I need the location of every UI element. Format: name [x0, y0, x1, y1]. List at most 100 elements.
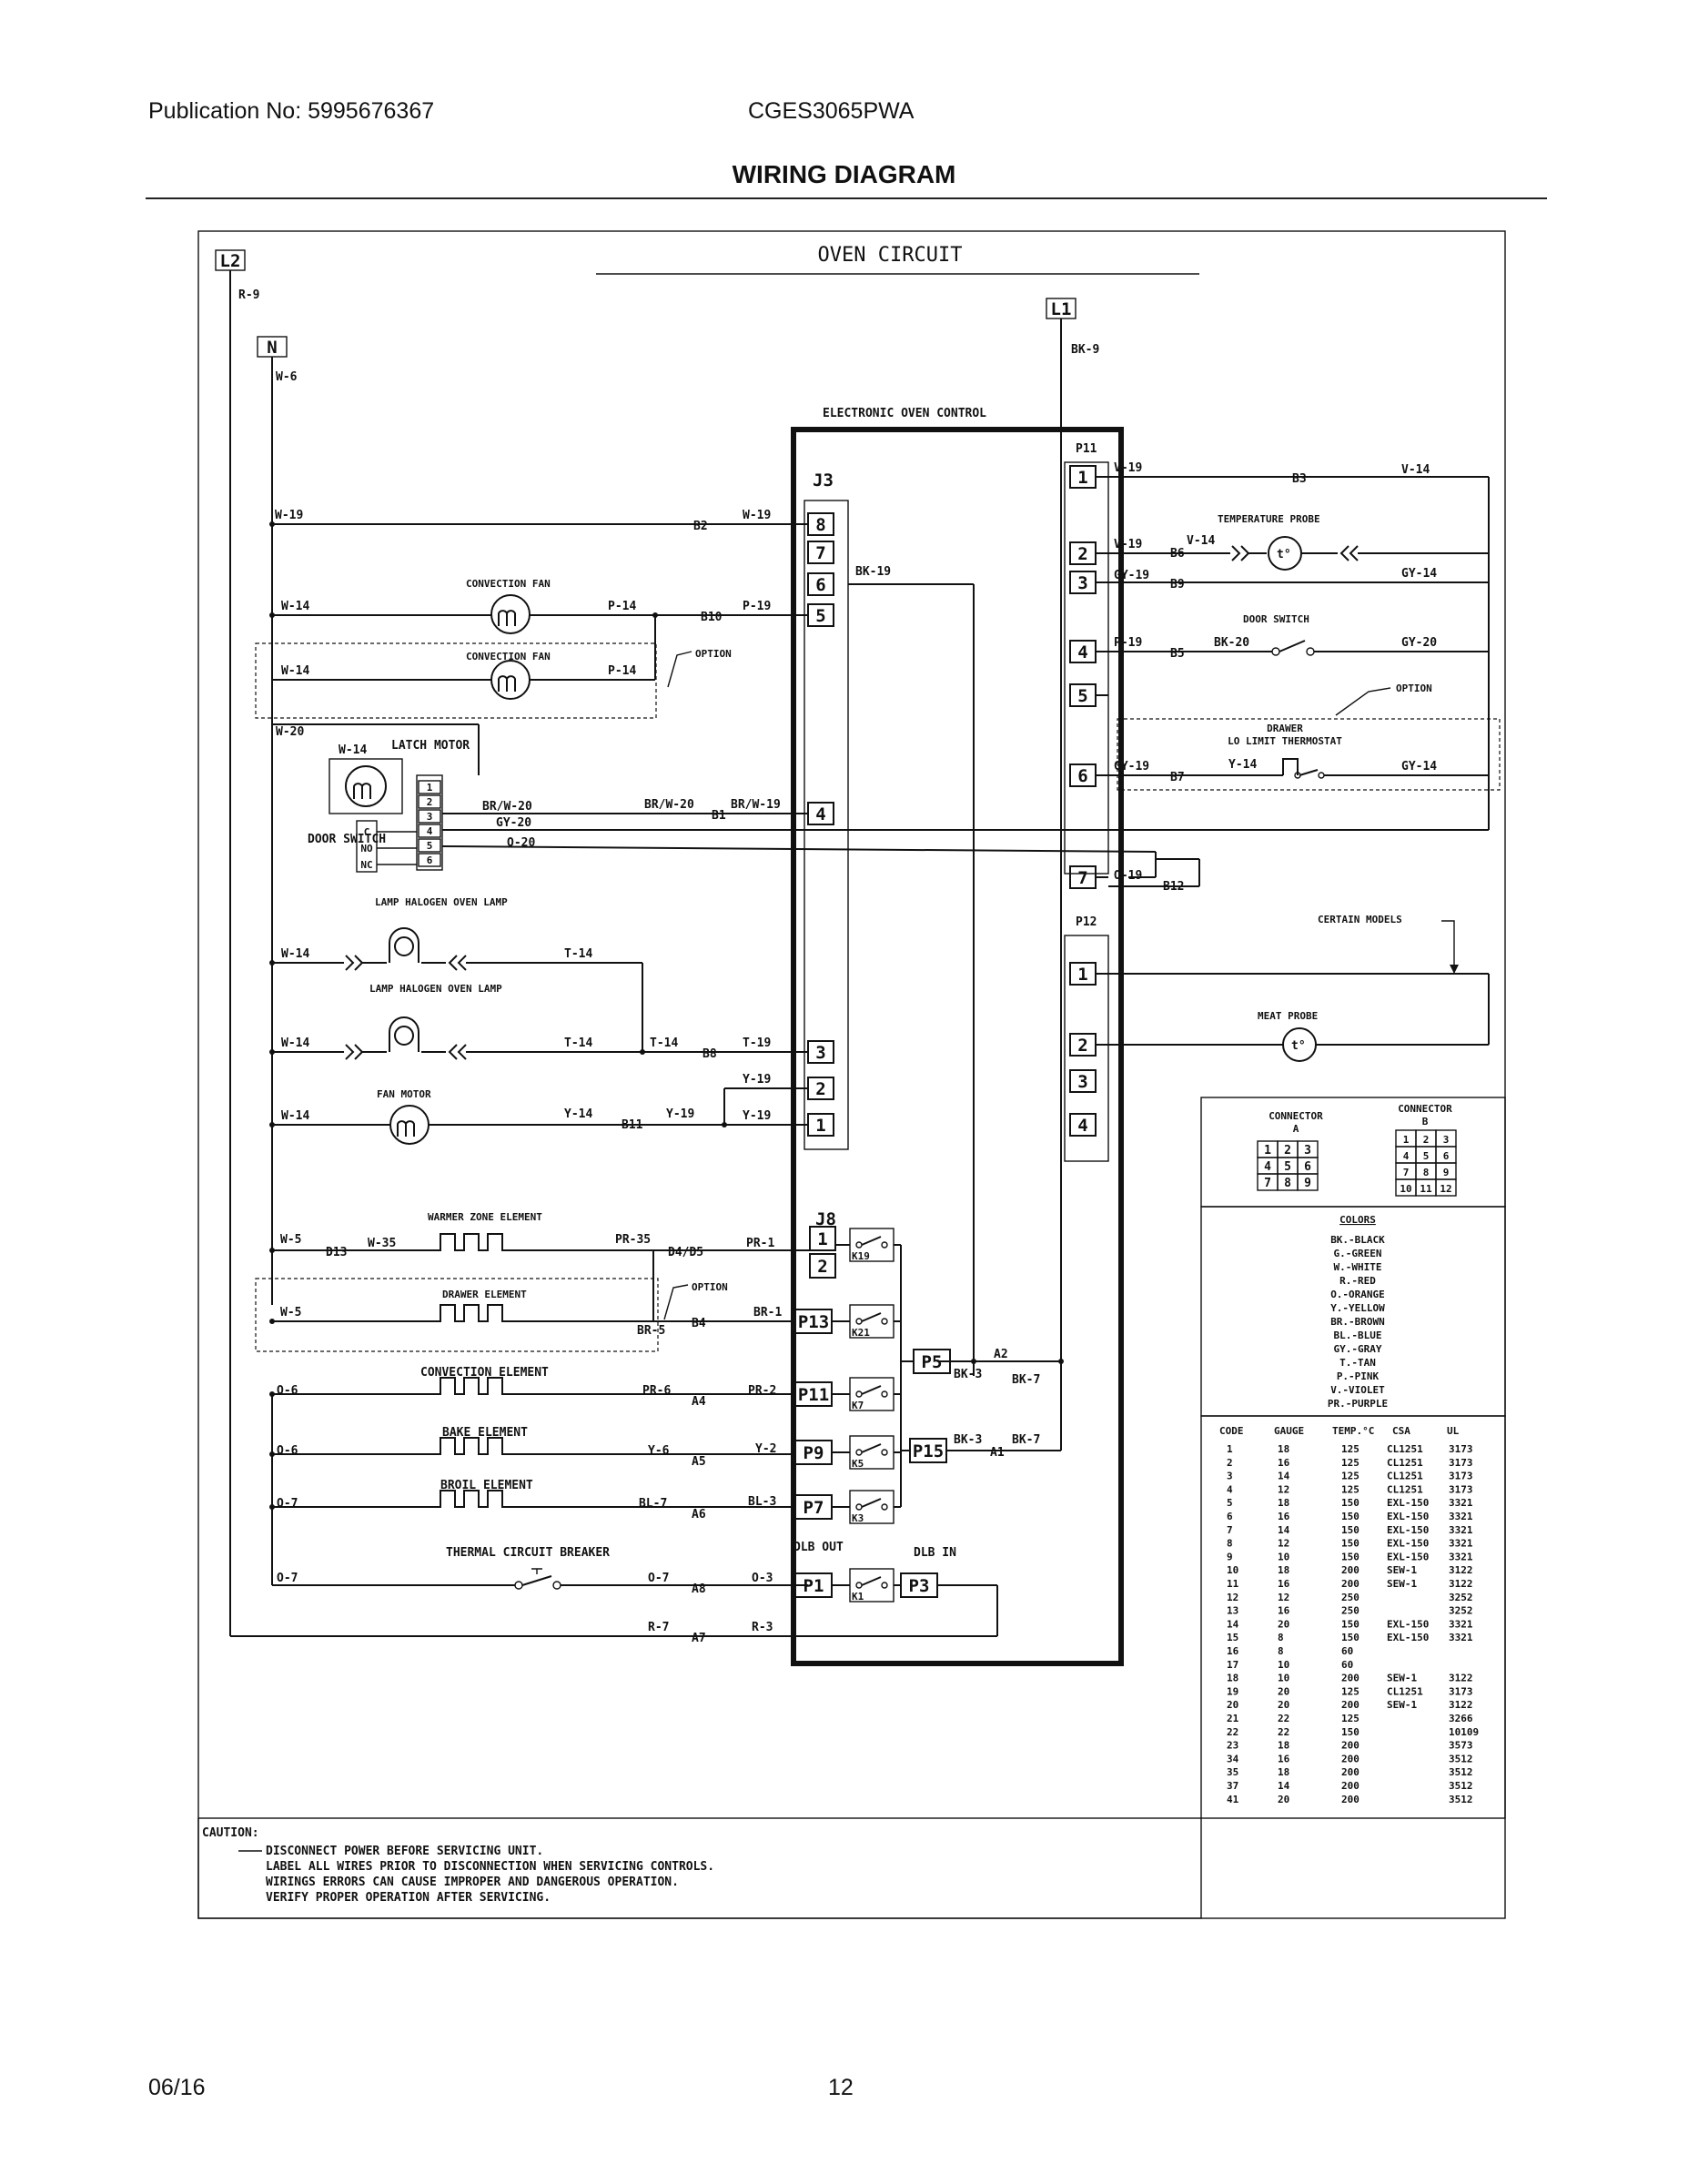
connector-a-cell-label: 3 [1304, 1144, 1311, 1158]
gauge-cell: 8 [1227, 1538, 1233, 1550]
gauge-cell: CL1251 [1387, 1471, 1423, 1482]
p11-pin-label: 4 [1077, 642, 1087, 662]
publication-number: Publication No: 5995676367 [148, 98, 435, 124]
caution-box [197, 1817, 1202, 1919]
p11-pin-label: 7 [1077, 868, 1087, 888]
p11-pin-label: 3 [1077, 573, 1087, 593]
svg-text:A7: A7 [692, 1632, 706, 1645]
svg-text:PR-1: PR-1 [746, 1237, 774, 1250]
gauge-cell: 3173 [1449, 1483, 1473, 1495]
gauge-cell: 6 [1227, 1511, 1233, 1522]
gauge-cell: 16 [1227, 1645, 1239, 1657]
gauge-cell: 3252 [1449, 1605, 1473, 1617]
gauge-cell: 125 [1341, 1713, 1359, 1724]
gauge-cell: 8 [1278, 1645, 1284, 1657]
gauge-cell: 125 [1341, 1457, 1359, 1469]
p12-pin-label: 1 [1077, 965, 1087, 985]
thermal-circuit-breaker-label: THERMAL CIRCUIT BREAKER [446, 1546, 610, 1560]
gauge-cell: 250 [1341, 1605, 1359, 1617]
page-title: WIRING DIAGRAM [732, 160, 956, 188]
gauge-cell: SEW-1 [1387, 1564, 1417, 1576]
gauge-cell: 14 [1227, 1618, 1239, 1630]
svg-text:O-7: O-7 [277, 1497, 298, 1511]
j3-pin-label: 3 [815, 1043, 825, 1063]
gauge-cell: CL1251 [1387, 1443, 1423, 1455]
svg-text:GY-19: GY-19 [1114, 760, 1149, 774]
svg-text:Y-14: Y-14 [1228, 758, 1257, 772]
j8-pin-2 [809, 1253, 836, 1279]
gauge-cell: 20 [1227, 1699, 1238, 1711]
j3-pin-label: 4 [815, 804, 825, 824]
svg-text:O-6: O-6 [277, 1444, 298, 1458]
gauge-cell: 3122 [1449, 1673, 1473, 1684]
svg-text:N: N [267, 338, 277, 358]
terminal-n: N [257, 336, 288, 358]
gauge-cell: 9 [1227, 1551, 1233, 1562]
gauge-cell: 60 [1341, 1659, 1353, 1671]
svg-text:A2: A2 [994, 1348, 1008, 1361]
color-code: T.-TAN [1339, 1357, 1376, 1369]
latch-pin-label: 3 [427, 811, 433, 823]
p12-pin-4 [1069, 1113, 1097, 1137]
gauge-cell: 3321 [1449, 1511, 1473, 1522]
svg-text:OPTION: OPTION [695, 648, 732, 660]
gauge-cell: EXL-150 [1387, 1538, 1429, 1550]
svg-text:Y-2: Y-2 [755, 1442, 776, 1456]
svg-text:W-14: W-14 [281, 1036, 309, 1050]
diagram-title: OVEN CIRCUIT [818, 244, 963, 267]
relay-terminal-label: P11 [798, 1385, 829, 1405]
p11-pin-label: 5 [1077, 686, 1087, 706]
bake-element-label: BAKE ELEMENT [442, 1426, 528, 1440]
fan-motor-label: FAN MOTOR [377, 1088, 431, 1100]
gauge-cell: 250 [1341, 1592, 1359, 1603]
gauge-cell: 17 [1227, 1659, 1238, 1671]
gauge-cell: 3122 [1449, 1564, 1473, 1576]
wire-label: BK-9 [1071, 343, 1099, 357]
gauge-cell: 18 [1278, 1564, 1289, 1576]
drawer-element-label: DRAWER ELEMENT [442, 1289, 527, 1300]
p12-pin-label: 2 [1077, 1036, 1087, 1056]
option-box [255, 642, 657, 719]
svg-text:W-14: W-14 [281, 664, 309, 678]
svg-text:B8: B8 [702, 1047, 717, 1061]
gauge-cell: 18 [1278, 1443, 1289, 1455]
temperature-probe-label: TEMPERATURE PROBE [1218, 513, 1320, 525]
caution-line: VERIFY PROPER OPERATION AFTER SERVICING. [266, 1891, 551, 1905]
gauge-cell: 20 [1278, 1794, 1289, 1805]
svg-text:W-35: W-35 [368, 1237, 396, 1250]
relay-k21: K21 [849, 1304, 895, 1339]
j8-pin-label: 1 [817, 1229, 827, 1249]
door-switch-contact: NO [360, 843, 373, 854]
svg-text:Y-19: Y-19 [666, 1107, 694, 1121]
gauge-cell: 125 [1341, 1471, 1359, 1482]
caution-line: LABEL ALL WIRES PRIOR TO DISCONNECTION W… [266, 1860, 714, 1874]
p11-pin-label: 1 [1077, 468, 1087, 488]
connector-j3-label: J3 [813, 470, 834, 490]
svg-text:R-7: R-7 [648, 1621, 669, 1634]
door-switch-contact: C [364, 826, 370, 838]
gauge-cell: 3321 [1449, 1497, 1473, 1509]
connector-b-title: CONNECTOR [1398, 1103, 1452, 1115]
connector-b-cell-label: 2 [1423, 1134, 1430, 1146]
svg-text:T-14: T-14 [564, 1036, 592, 1050]
latch-pin-label: 6 [427, 854, 433, 866]
gauge-cell: 3512 [1449, 1753, 1473, 1764]
gauge-cell: 22 [1278, 1713, 1289, 1724]
dlb-out-label: DLB OUT [793, 1541, 844, 1554]
gauge-cell: 125 [1341, 1685, 1359, 1697]
gauge-cell: 13 [1227, 1605, 1238, 1617]
svg-text:B10: B10 [701, 611, 723, 624]
svg-text:A: A [1293, 1123, 1299, 1135]
svg-text:K3: K3 [852, 1512, 864, 1524]
door-switch-left-label: DOOR SWITCH [308, 833, 386, 846]
svg-text:BR/W-19: BR/W-19 [731, 798, 781, 812]
svg-text:GY-20: GY-20 [1401, 636, 1437, 650]
svg-text:P-14: P-14 [608, 664, 636, 678]
svg-text:B1: B1 [712, 809, 726, 823]
svg-text:T-14: T-14 [650, 1036, 678, 1050]
gauge-cell: EXL-150 [1387, 1524, 1429, 1536]
connector-a-cell-label: 5 [1284, 1160, 1291, 1174]
svg-text:K5: K5 [852, 1458, 864, 1470]
relay-terminal-label: P9 [804, 1443, 824, 1463]
